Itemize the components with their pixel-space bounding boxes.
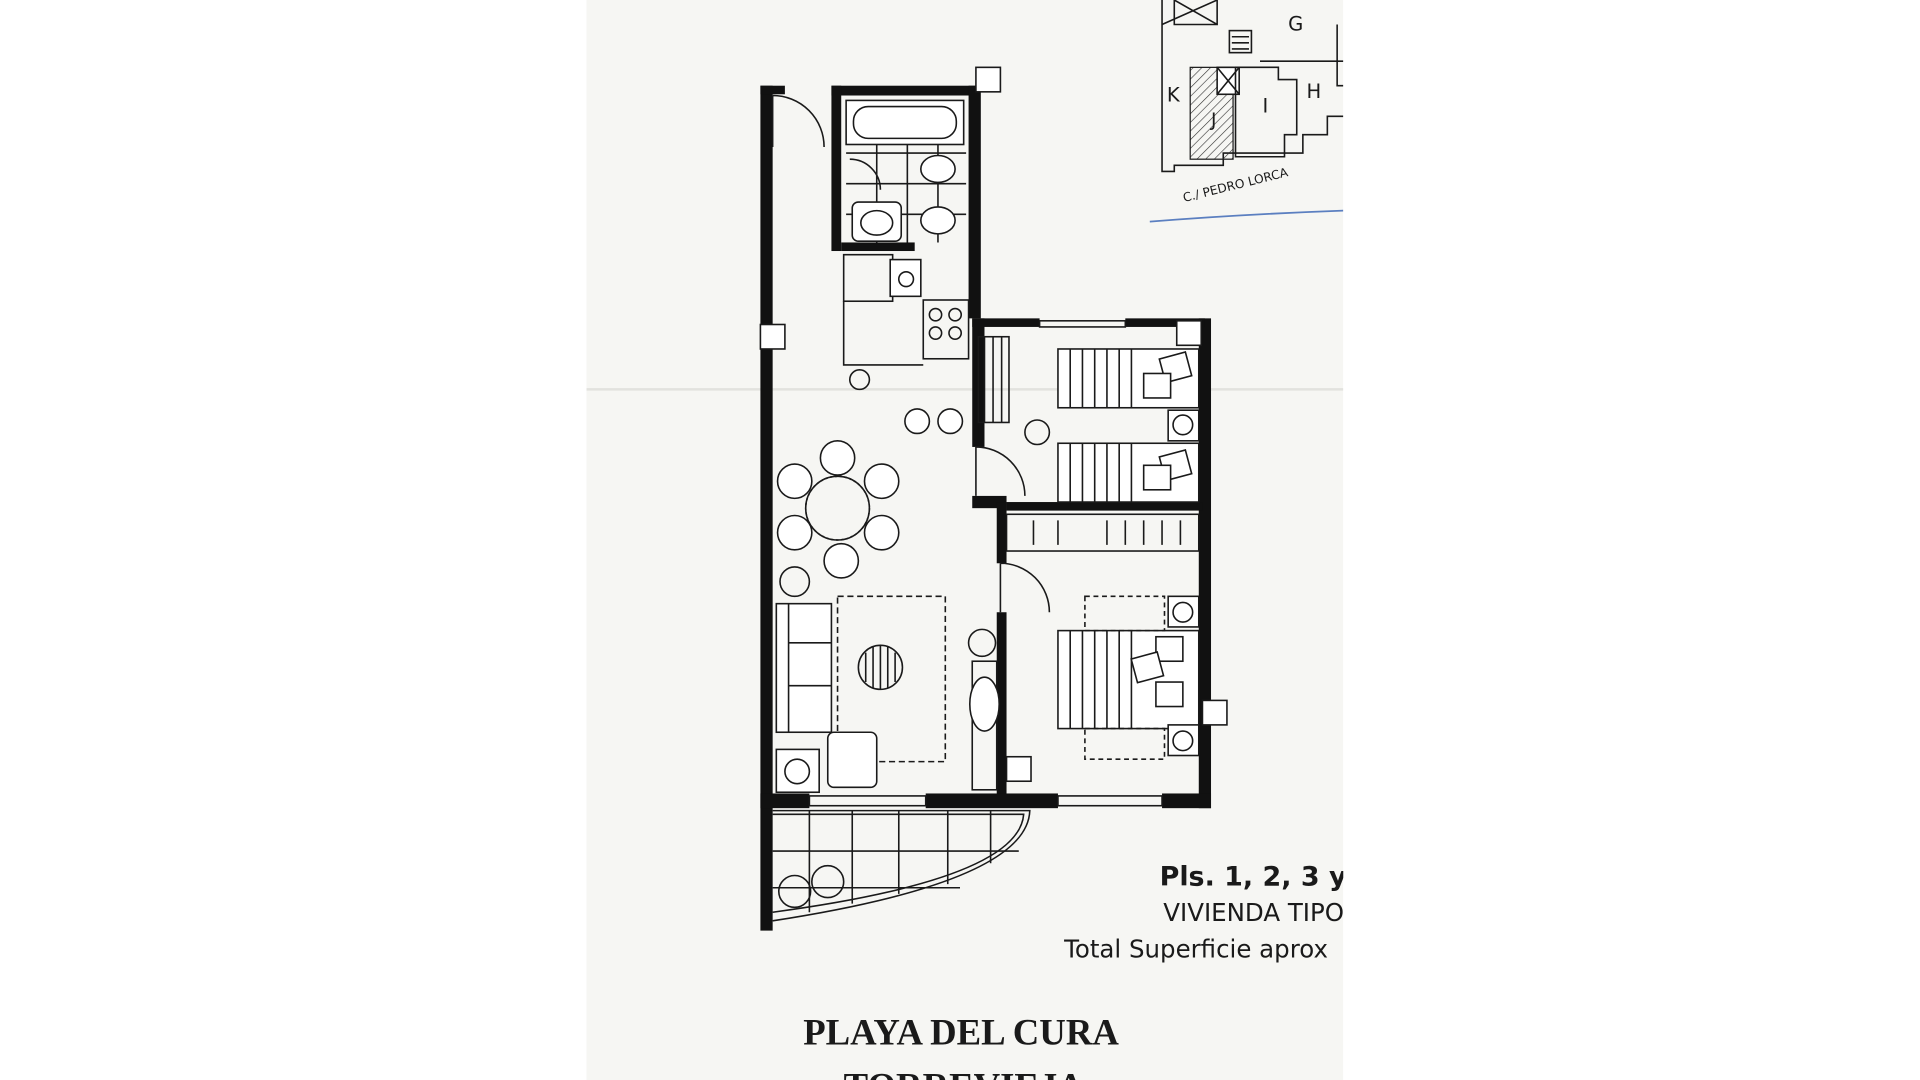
living-room [775, 566, 1000, 794]
pen-mark [1149, 209, 1344, 223]
dining-table [776, 408, 964, 579]
walls [760, 85, 1212, 931]
doors [771, 94, 1051, 613]
paper-sheet [586, 0, 1344, 1080]
windows [808, 320, 1163, 807]
project-title: PLAYA DEL CURA [803, 1011, 1119, 1052]
columns [759, 66, 1228, 783]
unit-label-j: J [1210, 110, 1216, 131]
right-margin [1343, 0, 1916, 1080]
bathroom [845, 99, 967, 243]
dwelling-type-caption: VIVIENDA TIPO [1163, 898, 1344, 927]
unit-label-k: K [1167, 84, 1181, 107]
terrace [772, 809, 1031, 922]
bedroom-twin [977, 335, 1200, 503]
unit-label-i: I [1262, 95, 1268, 118]
bedroom-double [1005, 513, 1200, 760]
floors-caption: Pls. 1, 2, 3 y [1160, 861, 1347, 892]
unit-label-g: G [1288, 13, 1303, 36]
kitchen [842, 253, 970, 391]
project-subtitle: TORREVIEJA [844, 1065, 1085, 1080]
area-caption: Total Superficie aprox [1063, 935, 1328, 964]
unit-label-h: H [1307, 80, 1322, 103]
